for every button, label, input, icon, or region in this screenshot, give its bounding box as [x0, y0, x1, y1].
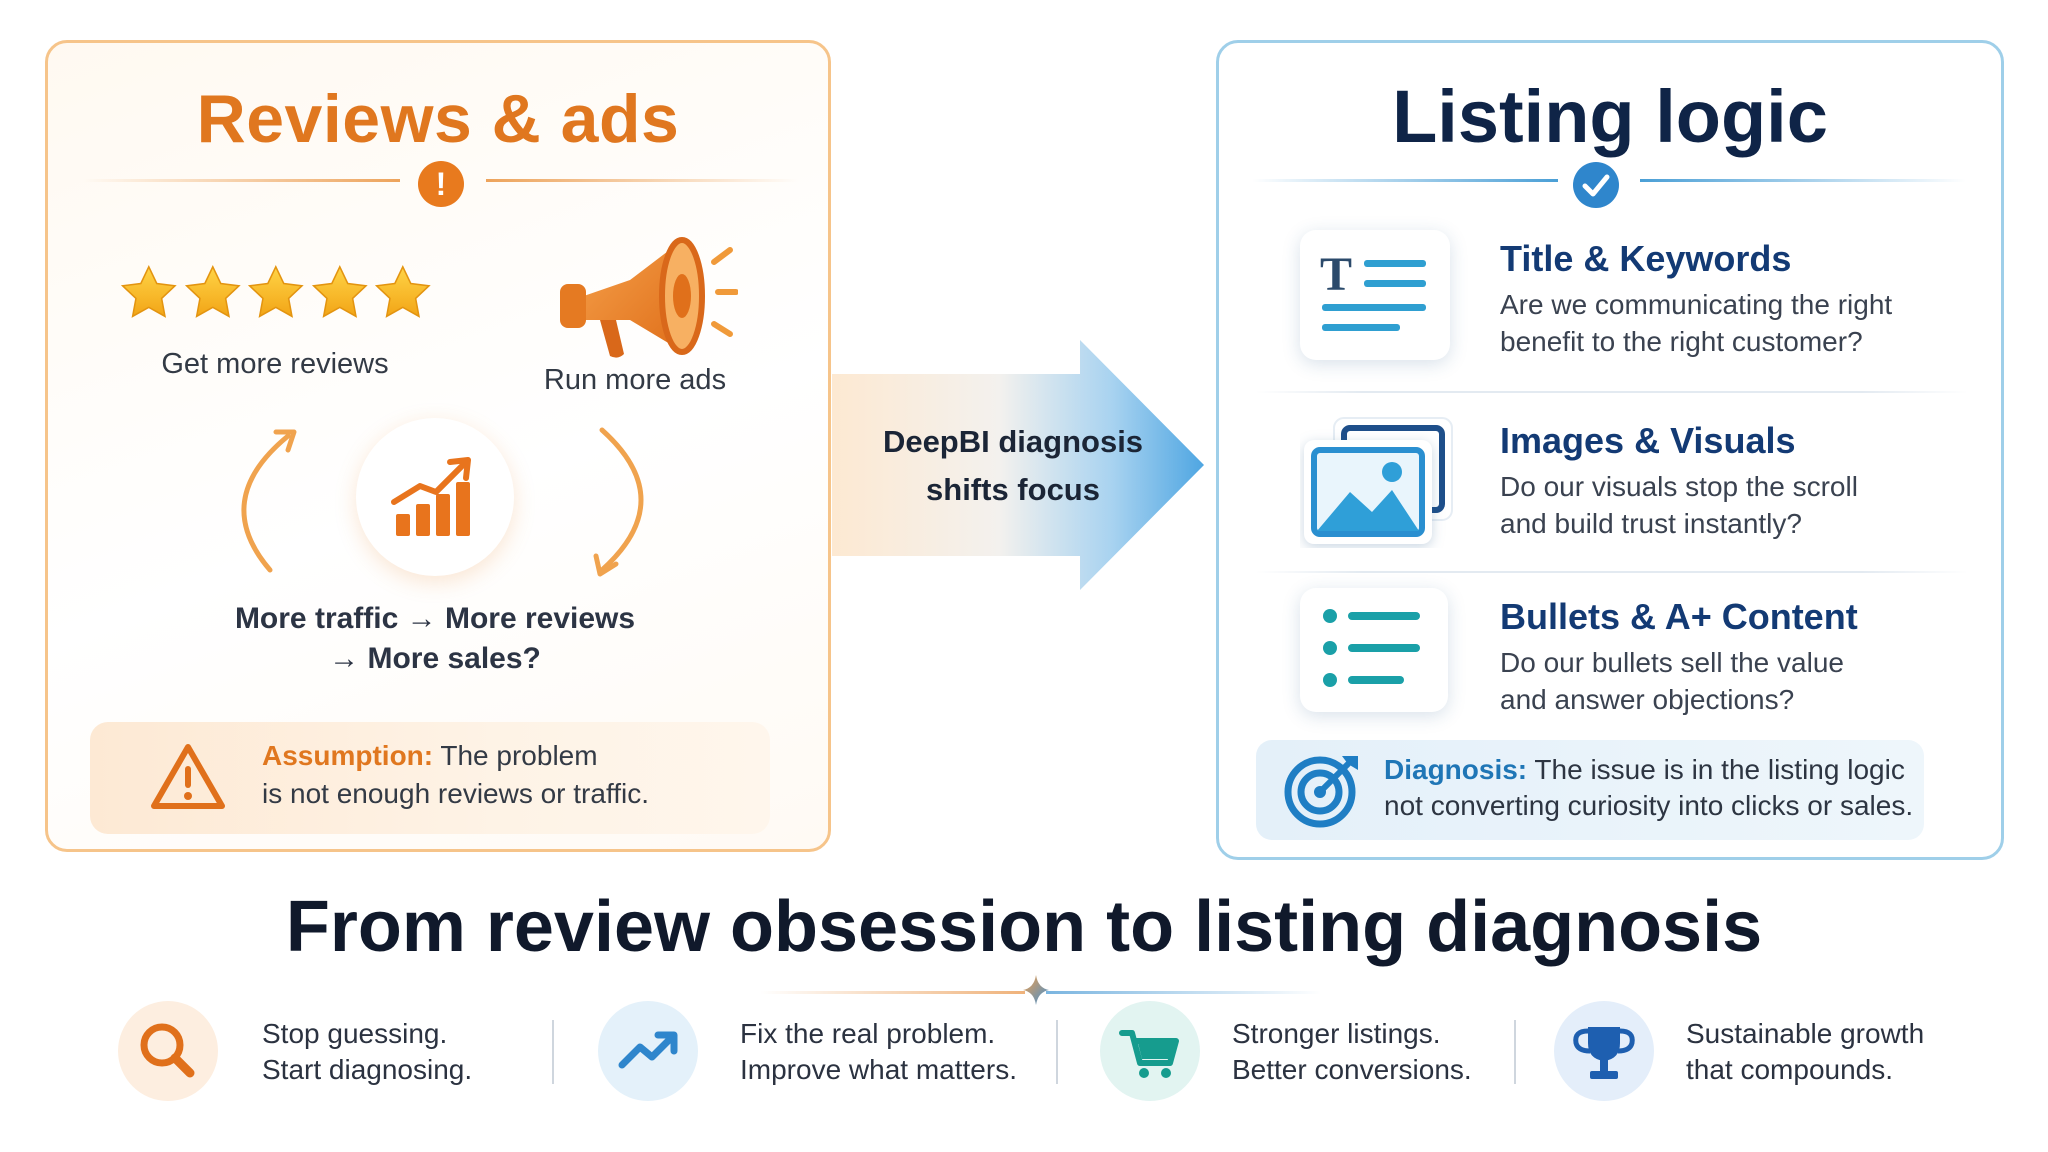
benefit-divider	[1056, 1020, 1058, 1084]
diagnosis-line-1: Diagnosis: The issue is in the listing l…	[1384, 754, 1905, 786]
benefit-divider	[552, 1020, 554, 1084]
megaphone-icon	[560, 237, 738, 358]
trophy-badge	[1554, 1001, 1654, 1101]
search-icon	[140, 1023, 195, 1078]
shift-focus-arrow	[832, 340, 1204, 590]
benefit-text: Fix the real problem. Improve what matter…	[740, 1016, 1017, 1088]
benefit-text: Stronger listings. Better conversions.	[1232, 1016, 1472, 1088]
benefit-divider	[1514, 1020, 1516, 1084]
cart-badge	[1100, 1001, 1200, 1101]
run-ads-label: Run more ads	[543, 364, 727, 396]
item-description: Do our bullets sell the value and answer …	[1500, 644, 1940, 718]
right-panel-title: Listing logic	[1392, 75, 1828, 158]
warning-icon: !	[418, 161, 464, 207]
divider-line	[760, 991, 1025, 994]
item-title: Images & Visuals	[1500, 420, 1796, 461]
benefit-line: Better conversions.	[1232, 1054, 1472, 1085]
benefit-text: Sustainable growth that compounds.	[1686, 1016, 1924, 1088]
five-stars-icon	[118, 262, 434, 332]
divider-line	[82, 179, 400, 182]
benefit-line: Start diagnosing.	[262, 1054, 473, 1085]
center-caption-line-1: DeepBI diagnosis	[882, 424, 1144, 459]
main-title: From review obsession to listing diagnos…	[285, 887, 1763, 967]
star-icon	[184, 265, 241, 318]
cycle-arrows-icon	[241, 427, 644, 577]
item-desc-line: Are we communicating the right	[1500, 289, 1893, 320]
bar-chart-growth-icon	[391, 457, 471, 536]
left-panel-title: Reviews & ads	[196, 81, 680, 157]
trophy-icon	[1573, 1027, 1635, 1079]
divider-line	[1252, 179, 1558, 182]
title-keywords-card: T	[1300, 230, 1450, 360]
assumption-text: The problem	[433, 740, 598, 771]
benefit-line: that compounds.	[1686, 1054, 1894, 1085]
trend-badge	[598, 1001, 698, 1101]
item-title: Bullets & A+ Content	[1500, 596, 1858, 637]
trend-up-icon	[618, 1031, 678, 1069]
flow-line-1: More traffic → More reviews	[234, 602, 636, 635]
growth-chart-badge	[356, 418, 514, 576]
star-icon	[120, 265, 177, 318]
images-visuals-card	[1300, 408, 1460, 548]
item-desc-line: and answer objections?	[1500, 684, 1795, 715]
item-desc-line: and build trust instantly?	[1500, 508, 1802, 539]
diagnosis-line-2: not converting curiosity into clicks or …	[1384, 790, 1914, 821]
bullets-content-card	[1300, 588, 1448, 712]
benefit-line: Improve what matters.	[740, 1054, 1017, 1085]
target-icon	[1284, 756, 1358, 828]
item-separator	[1256, 571, 1968, 573]
benefit-line: Fix the real problem.	[740, 1018, 996, 1049]
assumption-line-1: Assumption: The problem	[262, 740, 598, 772]
diagnosis-box	[1256, 740, 1924, 840]
item-desc-line: benefit to the right customer?	[1500, 326, 1863, 357]
benefit-line: Stronger listings.	[1232, 1018, 1441, 1049]
item-description: Are we communicating the right benefit to…	[1500, 286, 1940, 360]
divider-line	[1640, 179, 1966, 182]
star-icon	[248, 265, 304, 318]
image-gallery-icon	[1304, 417, 1453, 544]
check-icon	[1573, 162, 1619, 208]
title-text-icon: T	[1320, 248, 1426, 331]
warning-triangle-icon	[151, 744, 225, 809]
divider-line	[1046, 991, 1321, 994]
item-desc-line: Do our bullets sell the value	[1500, 647, 1844, 678]
bullet-list-icon	[1323, 609, 1420, 687]
item-desc-line: Do our visuals stop the scroll	[1500, 471, 1858, 502]
center-caption-line-2: shifts focus	[926, 472, 1100, 507]
divider-line	[486, 179, 798, 182]
cart-icon	[1119, 1030, 1179, 1078]
flow-line-2: → More sales?	[329, 642, 541, 675]
assumption-line-2: is not enough reviews or traffic.	[262, 778, 650, 809]
diagnosis-text: The issue is in the listing logic	[1527, 754, 1905, 785]
svg-text:T: T	[1320, 248, 1352, 301]
benefit-text: Stop guessing. Start diagnosing.	[262, 1016, 472, 1088]
get-reviews-label: Get more reviews	[161, 348, 389, 380]
item-description: Do our visuals stop the scroll and build …	[1500, 468, 1940, 542]
benefit-line: Sustainable growth	[1686, 1018, 1925, 1049]
diagnosis-label: Diagnosis:	[1384, 754, 1528, 785]
star-icon	[375, 265, 432, 318]
search-badge	[118, 1001, 218, 1101]
star-icon	[311, 265, 368, 318]
item-separator	[1256, 391, 1968, 393]
benefit-line: Stop guessing.	[262, 1018, 448, 1049]
assumption-label: Assumption:	[262, 740, 434, 771]
sparkle-icon	[1023, 975, 1049, 1005]
item-title: Title & Keywords	[1500, 238, 1792, 279]
